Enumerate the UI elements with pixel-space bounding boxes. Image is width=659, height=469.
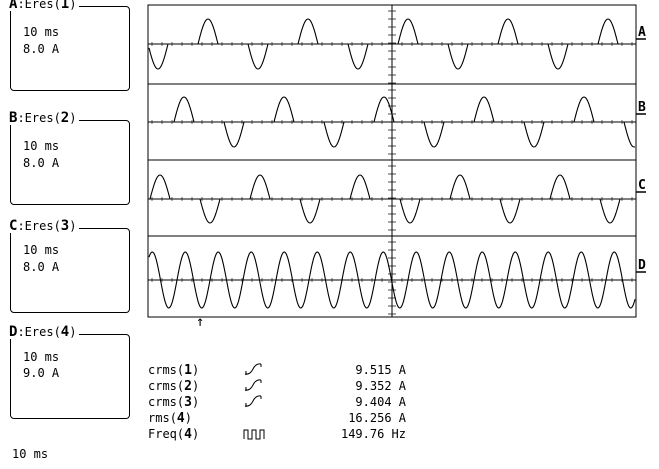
waveform-traces	[148, 18, 636, 309]
trace-c-title: C:Eres(3)	[7, 219, 80, 233]
waveform-c	[149, 174, 635, 224]
sine-icon	[244, 379, 262, 391]
trace-a-title: A:Eres(1)	[7, 0, 80, 11]
footer-timebase: 10 ms	[12, 447, 49, 461]
trace-d-title: D:Eres(4)	[7, 325, 80, 339]
sine-icon	[244, 363, 262, 375]
trace-c-scale: 8.0 A	[23, 260, 60, 274]
measurement-row: rms(4) 16.256 A	[148, 410, 418, 426]
measurement-label: Freq(4)	[148, 427, 200, 442]
sine-icon	[244, 395, 262, 407]
trace-b-title: B:Eres(2)	[7, 111, 80, 125]
measurement-label: rms(4)	[148, 411, 192, 426]
trace-c-label-box[interactable]: C:Eres(3) 10 ms 8.0 A	[7, 219, 130, 313]
trace-marker-label: D	[638, 258, 646, 273]
square-wave-icon	[243, 429, 265, 440]
trace-markers: A B C D	[636, 25, 646, 273]
measurement-value: 9.352 A	[355, 379, 406, 393]
trace-d-label-box[interactable]: D:Eres(4) 10 ms 9.0 A	[7, 325, 130, 419]
measurement-value: 9.404 A	[355, 395, 406, 409]
measurement-label: crms(1)	[148, 363, 200, 378]
trace-a-scale: 8.0 A	[23, 42, 60, 56]
measurement-label: crms(2)	[148, 379, 200, 394]
measurement-row: crms(3) 9.404 A	[148, 394, 418, 410]
trace-b-scale: 8.0 A	[23, 156, 60, 170]
trace-d-timebase: 10 ms	[23, 350, 60, 364]
trace-a-timebase: 10 ms	[23, 25, 60, 39]
waveform-b	[149, 96, 636, 148]
graticule	[147, 4, 637, 318]
trace-c-timebase: 10 ms	[23, 243, 60, 257]
waveform-a	[148, 18, 635, 70]
measurement-value: 149.76 Hz	[340, 427, 406, 441]
waveform-display[interactable]: A B C D	[0, 0, 659, 330]
measurement-row: crms(1) 9.515 A	[148, 362, 418, 378]
measurement-value: 16.256 A	[348, 411, 406, 425]
trace-marker-label: B	[638, 100, 646, 115]
trace-marker-label: C	[638, 178, 646, 193]
cursor-arrow-icon[interactable]: ↑	[196, 314, 205, 330]
measurement-label: crms(3)	[148, 395, 200, 410]
trace-b-label-box[interactable]: B:Eres(2) 10 ms 8.0 A	[7, 111, 130, 205]
trace-a-label-box[interactable]: A:Eres(1) 10 ms 8.0 A	[7, 0, 130, 91]
trace-d-scale: 9.0 A	[23, 366, 60, 380]
waveform-d	[148, 251, 636, 309]
trace-marker-label: A	[638, 25, 646, 40]
trace-b-timebase: 10 ms	[23, 139, 60, 153]
measurement-value: 9.515 A	[355, 363, 406, 377]
measurement-row: crms(2) 9.352 A	[148, 378, 418, 394]
measurement-row: Freq(4) 149.76 Hz	[148, 426, 418, 442]
